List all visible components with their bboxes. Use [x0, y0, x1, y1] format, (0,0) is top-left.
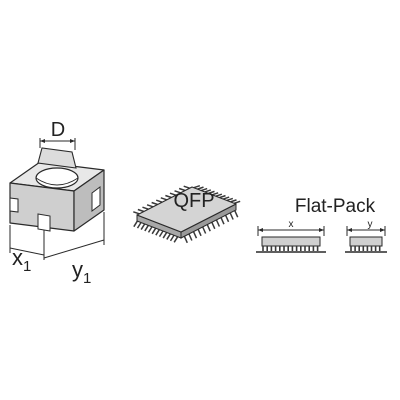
qfp-pin — [183, 185, 190, 189]
nest-side-slot — [91, 186, 101, 212]
dim-d-label: D — [51, 119, 65, 141]
dim-d: D — [39, 119, 76, 150]
qfp-pin — [137, 208, 145, 213]
flatpack-short-pins — [350, 246, 381, 251]
dim-x1: x1 — [9, 225, 45, 275]
qfp-pin — [142, 206, 149, 210]
flatpack-long-pins — [262, 246, 319, 251]
qfp-pin — [226, 197, 234, 202]
qfp-pin — [174, 190, 181, 194]
qfp-pin — [193, 184, 201, 189]
qfp-pin — [211, 192, 219, 196]
flatpack-dim-y-label: y — [368, 219, 373, 230]
qfp-pin — [151, 201, 158, 206]
nest-cavity-wall — [35, 177, 79, 186]
flatpack-dim-x-label: x — [289, 219, 294, 230]
qfp-pin — [215, 193, 223, 197]
qfp-pin — [208, 190, 215, 195]
qfp-pin — [197, 186, 204, 190]
nest-front-slot — [37, 213, 51, 232]
qfp-pin — [178, 187, 186, 192]
qfp-pin — [155, 199, 163, 203]
qfp-pin — [219, 194, 226, 199]
flatpack-title: Flat-Pack — [295, 196, 376, 217]
qfp-pin — [222, 196, 230, 200]
nest-corner-cut — [9, 197, 19, 213]
qfp-pin — [160, 197, 168, 201]
qfp-pin — [133, 211, 140, 215]
flatpack-long-body — [261, 236, 321, 247]
dim-y1-label: y1 — [72, 257, 91, 287]
qfp-pin — [200, 187, 208, 192]
qfp-pin — [146, 204, 154, 208]
flatpack-short: y — [345, 219, 387, 253]
flatpack-long: x — [256, 219, 326, 253]
qfp-pin — [230, 199, 237, 203]
qfp-pin — [169, 192, 177, 196]
qfp-chip: QFP — [133, 184, 241, 244]
qfp-pin — [233, 200, 241, 205]
qfp-pin — [165, 194, 172, 199]
dim-y1: y1 — [43, 212, 105, 287]
nest-right-face — [73, 169, 105, 232]
nest-notch — [37, 147, 77, 169]
dim-x1-label: x1 — [12, 245, 31, 275]
nest-block — [9, 147, 105, 232]
qfp-label: QFP — [173, 190, 214, 212]
flatpack-short-body — [349, 236, 383, 247]
qfp-pin — [204, 189, 212, 193]
qfp-body-top — [136, 186, 237, 233]
